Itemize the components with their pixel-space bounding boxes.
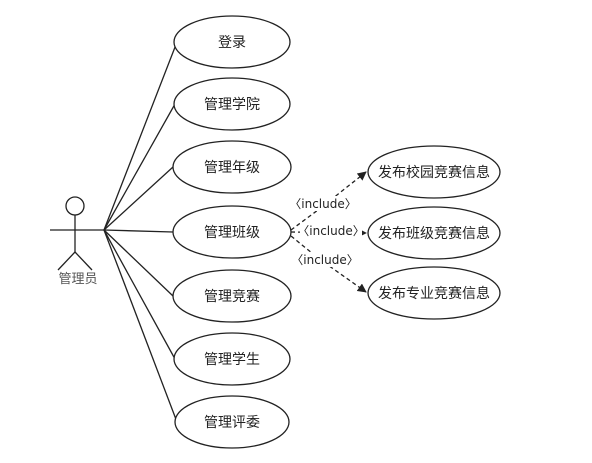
use-case-label: 管理班级 [204,225,260,241]
assoc-manage-judge [103,229,178,423]
include-label-class: 〈include〉 [297,224,364,238]
use-case-manage-class[interactable]: 管理班级 [172,205,292,259]
use-case-label: 管理竞赛 [204,288,260,305]
assoc-manage-grade [103,166,174,231]
include-label-major: 〈include〉 [291,253,358,267]
use-cases: 登录 管理学院 管理年级 管理班级 管理竞赛 管理学生 管理评委 [172,15,292,449]
use-case-manage-judge[interactable]: 管理评委 [174,395,290,449]
use-case-label: 管理年级 [204,160,260,176]
associations [103,41,178,423]
use-case-publish-campus[interactable]: 发布校园竞赛信息 [367,145,501,199]
included-use-cases: 发布校园竞赛信息 发布班级竞赛信息 发布专业竞赛信息 [367,145,501,320]
use-case-label: 管理评委 [204,415,260,431]
use-case-login[interactable]: 登录 [173,15,291,69]
include-label-campus: 〈include〉 [289,197,356,211]
use-case-label: 管理学生 [204,352,260,368]
use-case-label: 发布专业竞赛信息 [378,285,490,302]
assoc-manage-college [103,103,176,231]
use-case-publish-class[interactable]: 发布班级竞赛信息 [367,206,501,260]
assoc-manage-competition [103,229,174,297]
assoc-manage-class [103,229,174,233]
assoc-login [103,41,178,231]
use-case-label: 登录 [218,35,246,51]
use-case-label: 管理学院 [204,97,260,113]
use-case-manage-student[interactable]: 管理学生 [173,332,291,386]
assoc-manage-student [103,229,176,360]
use-case-manage-competition[interactable]: 管理竞赛 [172,269,292,323]
include-relations: 〈include〉 〈include〉 〈include〉 [289,171,367,293]
actor-label: 管理员 [58,272,97,287]
use-case-publish-major[interactable]: 发布专业竞赛信息 [367,266,501,320]
use-case-label: 发布班级竞赛信息 [378,225,490,242]
actor-right-leg [74,251,93,271]
actor-left-leg [57,251,76,271]
actor-head [65,196,85,216]
actor-figure: 管理员 [50,196,104,287]
use-case-manage-college[interactable]: 管理学院 [173,77,291,131]
use-case-manage-grade[interactable]: 管理年级 [172,140,292,194]
use-case-label: 发布校园竞赛信息 [378,164,490,181]
